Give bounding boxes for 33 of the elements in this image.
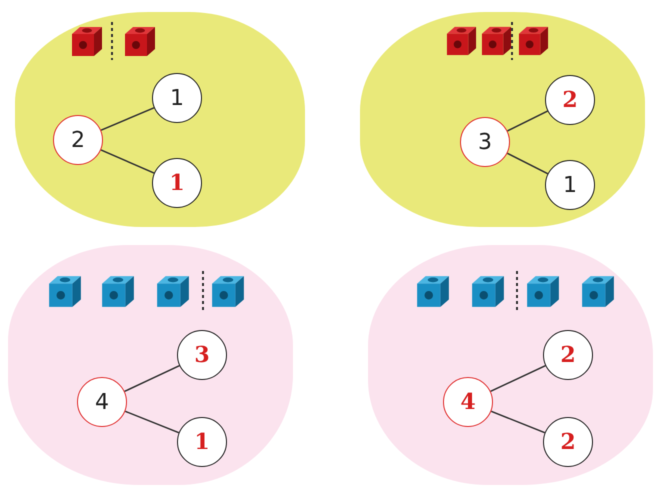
cube-icon: [445, 24, 478, 57]
number-circle: 2: [543, 417, 593, 467]
cube-icon: [155, 273, 191, 309]
cube-icon: [580, 273, 616, 309]
number-circle: 4: [77, 377, 127, 427]
connector-line: [490, 364, 546, 392]
number-circle: 1: [152, 73, 202, 123]
number-circle: 1: [177, 417, 227, 467]
number-circle: 2: [543, 330, 593, 380]
number-circle: 4: [443, 377, 493, 427]
number-circle: 2: [53, 115, 103, 165]
connector-line: [124, 364, 180, 392]
connector-line: [100, 149, 154, 174]
number-circle: 3: [177, 330, 227, 380]
connector-line: [490, 410, 546, 434]
cube-icon: [47, 273, 83, 309]
connector-line: [507, 110, 548, 132]
cube-icon: [470, 273, 506, 309]
cube-icon: [100, 273, 136, 309]
number-circle: 3: [460, 117, 510, 167]
cube-icon: [123, 24, 157, 58]
number-circle: 1: [152, 158, 202, 208]
cube-icon: [415, 273, 451, 309]
cube-icon: [480, 24, 513, 57]
number-circle: 2: [545, 75, 595, 125]
number-circle: 1: [545, 160, 595, 210]
connector-line: [100, 107, 154, 131]
cube-icon: [210, 273, 246, 309]
connector-line: [506, 152, 548, 174]
cube-icon: [517, 24, 550, 57]
cube-icon: [70, 24, 104, 58]
connector-line: [124, 410, 180, 434]
cube-icon: [525, 273, 561, 309]
